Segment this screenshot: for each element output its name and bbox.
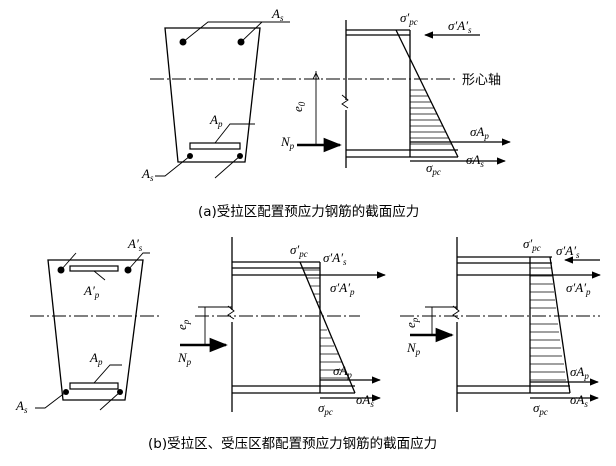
sigma-s-as-label-a: σAs [466, 152, 484, 169]
eccentricity-e0: e0 [290, 71, 320, 146]
ap-label-b: Ap [89, 350, 103, 367]
as-prime-label-b: A′s [127, 236, 143, 253]
ep-label-b-right: ep [403, 317, 420, 328]
sigma-s-as-label-b-right: σAs [570, 392, 588, 409]
sigma-p-ap-label-b-right: σAp [570, 364, 589, 381]
sigma-p-ap-prime-label-b-mid: σ′A′p [330, 280, 355, 297]
sigma-p-ap-label-a: σAp [470, 124, 489, 141]
sigma-p-ap-prime-label-b-right: σ′A′p [566, 280, 591, 297]
sigma-pc-label-b-mid: σpc [318, 400, 333, 417]
sigma-pc-prime-label-b-mid: σ′pc [290, 242, 308, 259]
sigma-s-as-prime-label-a: σ′A′s [448, 18, 472, 35]
caption-a: (a)受拉区配置预应力钢筋的截面应力 [198, 203, 419, 220]
ap-prime-label-b: A′p [83, 283, 100, 300]
section-a [155, 21, 290, 179]
centroid-axis-label: 形心轴 [462, 73, 501, 88]
sigma-s-as-prime-label-b-right: σ′A′s [556, 243, 580, 260]
hatch-b-right [530, 267, 566, 381]
sigma-s-as-label-b-mid: σAs [356, 392, 374, 409]
sigma-pc-label-a: σpc [426, 160, 441, 177]
sigma-pc-prime-label-a: σ′pc [400, 10, 418, 27]
hatch-b-mid [303, 269, 350, 379]
section-b [35, 252, 150, 411]
sigma-pc-label-b-right: σpc [533, 400, 548, 417]
as-top-label: As [271, 6, 284, 23]
stress-diagram-b-mid [180, 237, 386, 412]
hatch-a [410, 89, 452, 145]
ap-label: Ap [209, 112, 223, 129]
stress-diagram-b-right [400, 237, 601, 412]
part-a: As Ap As 形心轴 e0 Np [141, 6, 511, 220]
e0-label: e0 [290, 101, 307, 112]
sigma-s-as-prime-label-b-mid: σ′A′s [323, 250, 347, 267]
ep-label-b-mid: ep [174, 319, 191, 330]
caption-b: (b)受拉区、受压区都配置预应力钢筋的截面应力 [148, 435, 437, 452]
sigma-pc-prime-label-b-right: σ′pc [523, 236, 541, 253]
as-bottom-label: As [141, 166, 154, 183]
stress-diagram-a [341, 20, 511, 168]
np-label: Np [280, 134, 295, 151]
sigma-p-ap-label-b-mid: σAp [333, 363, 352, 380]
np-label-b-mid: Np [177, 350, 192, 367]
np-label-b-right: Np [406, 340, 421, 357]
part-b: A′s A′p Ap As [15, 236, 601, 452]
as-label-b: As [15, 398, 28, 415]
